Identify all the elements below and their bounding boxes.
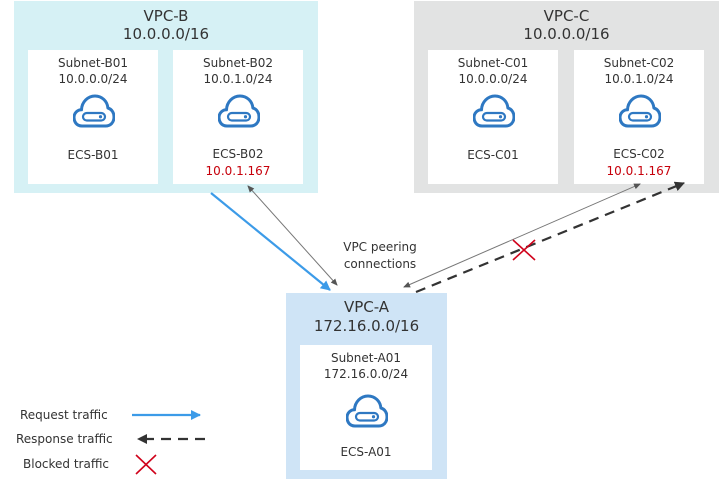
vpc-c-name: VPC-C — [543, 7, 590, 25]
legend-blocked-cross-icon — [135, 454, 157, 475]
peering-label: VPC peering connections — [330, 240, 430, 272]
response-traffic-arrow — [415, 181, 685, 294]
subnet-b02: Subnet-B02 10.0.1.0/24 ECS-B02 10.0.1.16… — [173, 50, 303, 184]
subnet-a01-cidr: 172.16.0.0/24 — [323, 367, 409, 381]
legend-response-label: Response traffic — [16, 432, 113, 446]
ecs-b02-ip: 10.0.1.167 — [205, 164, 271, 178]
subnet-a01: Subnet-A01 172.16.0.0/24 ECS-A01 — [300, 345, 432, 470]
subnet-a01-name: Subnet-A01 — [330, 351, 402, 365]
vpc-a-cidr: 172.16.0.0/16 — [313, 317, 420, 335]
peering-label-line-2: connections — [343, 257, 417, 271]
subnet-b01-cidr: 10.0.0.0/24 — [58, 72, 128, 86]
subnet-c01: Subnet-C01 10.0.0.0/24 ECS-C01 — [428, 50, 558, 184]
vpc-c-cidr: 10.0.0.0/16 — [523, 25, 610, 43]
subnet-b02-name: Subnet-B02 — [203, 56, 273, 70]
vpc-a-container: VPC-A 172.16.0.0/16 Subnet-A01 172.16.0.… — [286, 293, 447, 479]
cloud-server-icon — [619, 94, 661, 128]
peering-line-a-c — [403, 183, 641, 288]
vpc-b-container: VPC-B 10.0.0.0/16 Subnet-B01 10.0.0.0/24… — [14, 1, 318, 193]
request-traffic-arrow — [210, 192, 331, 291]
legend-request-label: Request traffic — [20, 408, 108, 422]
cloud-server-icon — [473, 94, 515, 128]
ecs-b01-label: ECS-B01 — [67, 148, 119, 162]
ecs-c01-label: ECS-C01 — [467, 148, 519, 162]
ecs-a01-label: ECS-A01 — [340, 445, 392, 459]
ecs-c02-ip: 10.0.1.167 — [606, 164, 672, 178]
subnet-c02-cidr: 10.0.1.0/24 — [604, 72, 674, 86]
vpc-b-name: VPC-B — [143, 7, 189, 25]
ecs-c02-label: ECS-C02 — [613, 147, 665, 161]
subnet-c01-name: Subnet-C01 — [457, 56, 529, 70]
subnet-c02: Subnet-C02 10.0.1.0/24 ECS-C02 10.0.1.16… — [574, 50, 704, 184]
peering-line-a-b — [247, 185, 338, 286]
blocked-cross-icon — [512, 239, 536, 261]
peering-label-line-1: VPC peering — [343, 240, 417, 254]
legend-blocked-label: Blocked traffic — [23, 457, 110, 471]
subnet-b01-name: Subnet-B01 — [58, 56, 128, 70]
vpc-c-container: VPC-C 10.0.0.0/16 Subnet-C01 10.0.0.0/24… — [414, 1, 719, 193]
vpc-b-cidr: 10.0.0.0/16 — [122, 25, 210, 43]
ecs-b02-label: ECS-B02 — [212, 147, 264, 161]
cloud-server-icon — [73, 94, 115, 128]
cloud-server-icon — [218, 94, 260, 128]
subnet-b02-cidr: 10.0.1.0/24 — [203, 72, 273, 86]
cloud-server-icon — [346, 394, 388, 428]
vpc-a-name: VPC-A — [343, 298, 390, 316]
subnet-c01-cidr: 10.0.0.0/24 — [458, 72, 528, 86]
subnet-b01: Subnet-B01 10.0.0.0/24 ECS-B01 — [28, 50, 158, 184]
subnet-c02-name: Subnet-C02 — [603, 56, 675, 70]
